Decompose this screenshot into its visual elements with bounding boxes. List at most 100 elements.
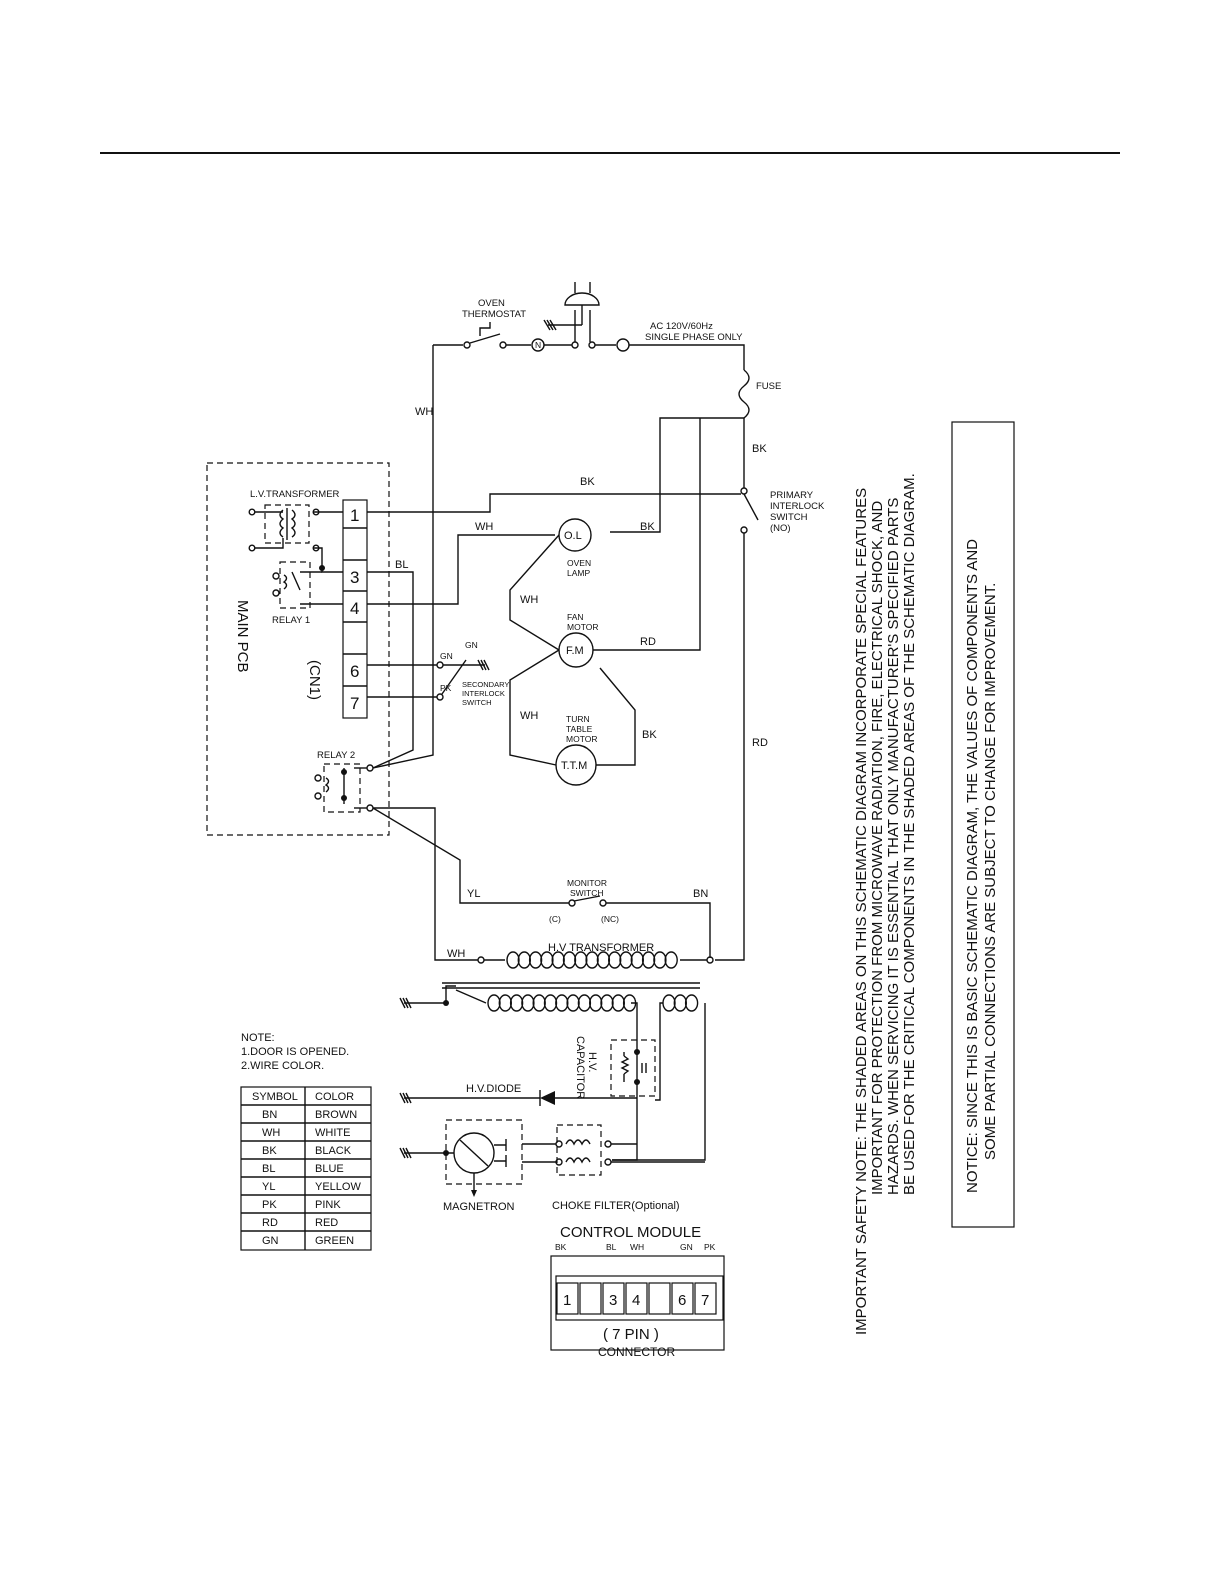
wire-pk-sw: PK xyxy=(440,683,452,693)
connector-pin-cell xyxy=(625,1282,648,1315)
connector-label-1: ( 7 PIN ) xyxy=(603,1326,659,1343)
coil-loop xyxy=(551,951,565,969)
oven-lamp-symbol: O.L xyxy=(564,530,582,542)
coil-loop xyxy=(589,994,603,1012)
safety-note: IMPORTANT SAFETY NOTE: THE SHADED AREAS … xyxy=(853,473,918,1335)
table-symbol-cell: BK xyxy=(262,1145,277,1157)
coil-loop xyxy=(611,994,625,1012)
hv-transformer-secondary-icon xyxy=(487,994,699,1012)
magnetron-box xyxy=(445,1119,523,1185)
wire-rd-fm: RD xyxy=(640,636,656,648)
primary-interlock-label-4: (NO) xyxy=(770,523,791,534)
coil-loop xyxy=(673,994,687,1012)
coil-loop xyxy=(619,951,633,969)
connector-pin-number: 7 xyxy=(701,1292,709,1309)
coil-loop xyxy=(509,994,524,1012)
table-symbol-cell: BL xyxy=(262,1163,275,1175)
primary-interlock-label-2: INTERLOCK xyxy=(770,501,825,512)
relay1-box xyxy=(279,561,311,609)
cn1-connector: 1 3 4 6 7 xyxy=(342,499,368,719)
control-module-wire-color: BK xyxy=(555,1242,567,1252)
fan-motor-symbol: F.M xyxy=(566,645,584,657)
wire-wh-top: WH xyxy=(415,406,433,418)
control-module-title: CONTROL MODULE xyxy=(560,1224,701,1241)
table-symbol-cell: YL xyxy=(262,1181,275,1193)
oven-thermostat-label-1: OVEN xyxy=(478,298,505,309)
relay1-coil-icon xyxy=(272,571,301,597)
relay1-label: RELAY 1 xyxy=(272,615,310,626)
connector-pin-cell xyxy=(556,1282,579,1315)
hv-transformer-label: H.V TRANSFORMER xyxy=(548,942,654,954)
control-module-wire-color: WH xyxy=(630,1242,644,1252)
wire-yl: YL xyxy=(467,888,480,900)
control-module-wire-color: PK xyxy=(704,1242,716,1252)
coil-loop xyxy=(562,951,577,969)
lv-transformer-box xyxy=(264,504,310,544)
choke-filter-box xyxy=(556,1124,602,1176)
coil-loop xyxy=(600,994,614,1012)
turntable-motor-label-3: MOTOR xyxy=(566,734,597,744)
wire-wh-lamp: WH xyxy=(475,521,493,533)
wire-bk-lamp: BK xyxy=(640,521,655,533)
table-color-cell: YELLOW xyxy=(315,1181,361,1193)
coil-loop xyxy=(662,994,676,1012)
wire-gn-gnd: GN xyxy=(465,640,478,650)
monitor-nc-label: (NC) xyxy=(601,914,619,924)
table-color-cell: BLUE xyxy=(315,1163,344,1175)
wire-wh-ttm: WH xyxy=(520,710,538,722)
svg-text:N: N xyxy=(535,340,541,350)
wire-bl: BL xyxy=(395,559,408,571)
safety-note-line-4: BE USED FOR THE CRITICAL COMPONENTS IN T… xyxy=(901,473,918,1195)
table-color-cell: PINK xyxy=(315,1199,341,1211)
table-color-cell: WHITE xyxy=(315,1127,350,1139)
cn1-pin-4: 4 xyxy=(350,599,359,618)
wire-bk-right: BK xyxy=(752,443,767,455)
fan-motor-label-2: MOTOR xyxy=(567,622,598,632)
coil-loop xyxy=(517,951,531,969)
coil-loop xyxy=(608,951,622,969)
ac-supply-label-1: AC 120V/60Hz xyxy=(650,321,713,332)
safety-note-line-1: IMPORTANT SAFETY NOTE: THE SHADED AREAS … xyxy=(853,488,870,1335)
relay2-box xyxy=(323,763,361,813)
coil-loop xyxy=(566,994,580,1012)
coil-loop xyxy=(574,951,588,969)
oven-thermostat-icon xyxy=(463,322,507,349)
wire-wh-fm: WH xyxy=(520,594,538,606)
coil-loop xyxy=(521,994,535,1012)
hv-diode-icon xyxy=(399,1090,637,1106)
turntable-motor-label-1: TURN xyxy=(566,714,590,724)
coil-loop xyxy=(641,951,656,969)
table-symbol-cell: WH xyxy=(262,1127,280,1139)
connector-pin-cell xyxy=(602,1282,625,1315)
choke-filter-label: CHOKE FILTER(Optional) xyxy=(552,1200,680,1212)
lv-transformer-label: L.V.TRANSFORMER xyxy=(250,489,340,500)
coil-loop xyxy=(543,994,558,1012)
table-symbol-cell: GN xyxy=(262,1235,279,1247)
hv-capacitor-label-1: H.V. xyxy=(586,1052,598,1072)
notice-line-2: SOME PARTIAL CONNECTIONS ARE SUBJECT TO … xyxy=(982,583,999,1160)
connector-pin-cell xyxy=(579,1282,602,1315)
coil-loop xyxy=(555,994,569,1012)
wire-color-table xyxy=(240,1086,372,1251)
notice-box xyxy=(951,421,1015,1228)
coil-loop xyxy=(596,951,611,969)
fuse-label: FUSE xyxy=(756,381,781,392)
safety-note-line-2: IMPORTANT FOR PROTECTION FROM MICROWAVE … xyxy=(869,501,886,1195)
magnetron-label: MAGNETRON xyxy=(443,1201,515,1213)
table-color-cell: GREEN xyxy=(315,1235,354,1247)
turntable-motor-symbol: T.T.M xyxy=(561,760,587,772)
note-title: NOTE: xyxy=(241,1032,275,1044)
cn1-pin-7: 7 xyxy=(350,694,359,713)
coil-loop xyxy=(653,951,667,969)
choke-filter-icon xyxy=(522,1139,705,1166)
oven-thermostat-label-2: THERMOSTAT xyxy=(462,309,526,320)
cn1-pin-1: 1 xyxy=(350,506,359,525)
main-pcb-label: MAIN PCB xyxy=(234,600,251,673)
wire-bk-ttm: BK xyxy=(642,729,657,741)
wire-rd-right: RD xyxy=(752,737,768,749)
coil-loop xyxy=(498,994,512,1012)
coil-loop xyxy=(487,994,501,1012)
coil-loop xyxy=(664,951,678,969)
primary-interlock-label-3: SWITCH xyxy=(770,512,808,523)
control-module-wire-color: BL xyxy=(606,1242,617,1252)
